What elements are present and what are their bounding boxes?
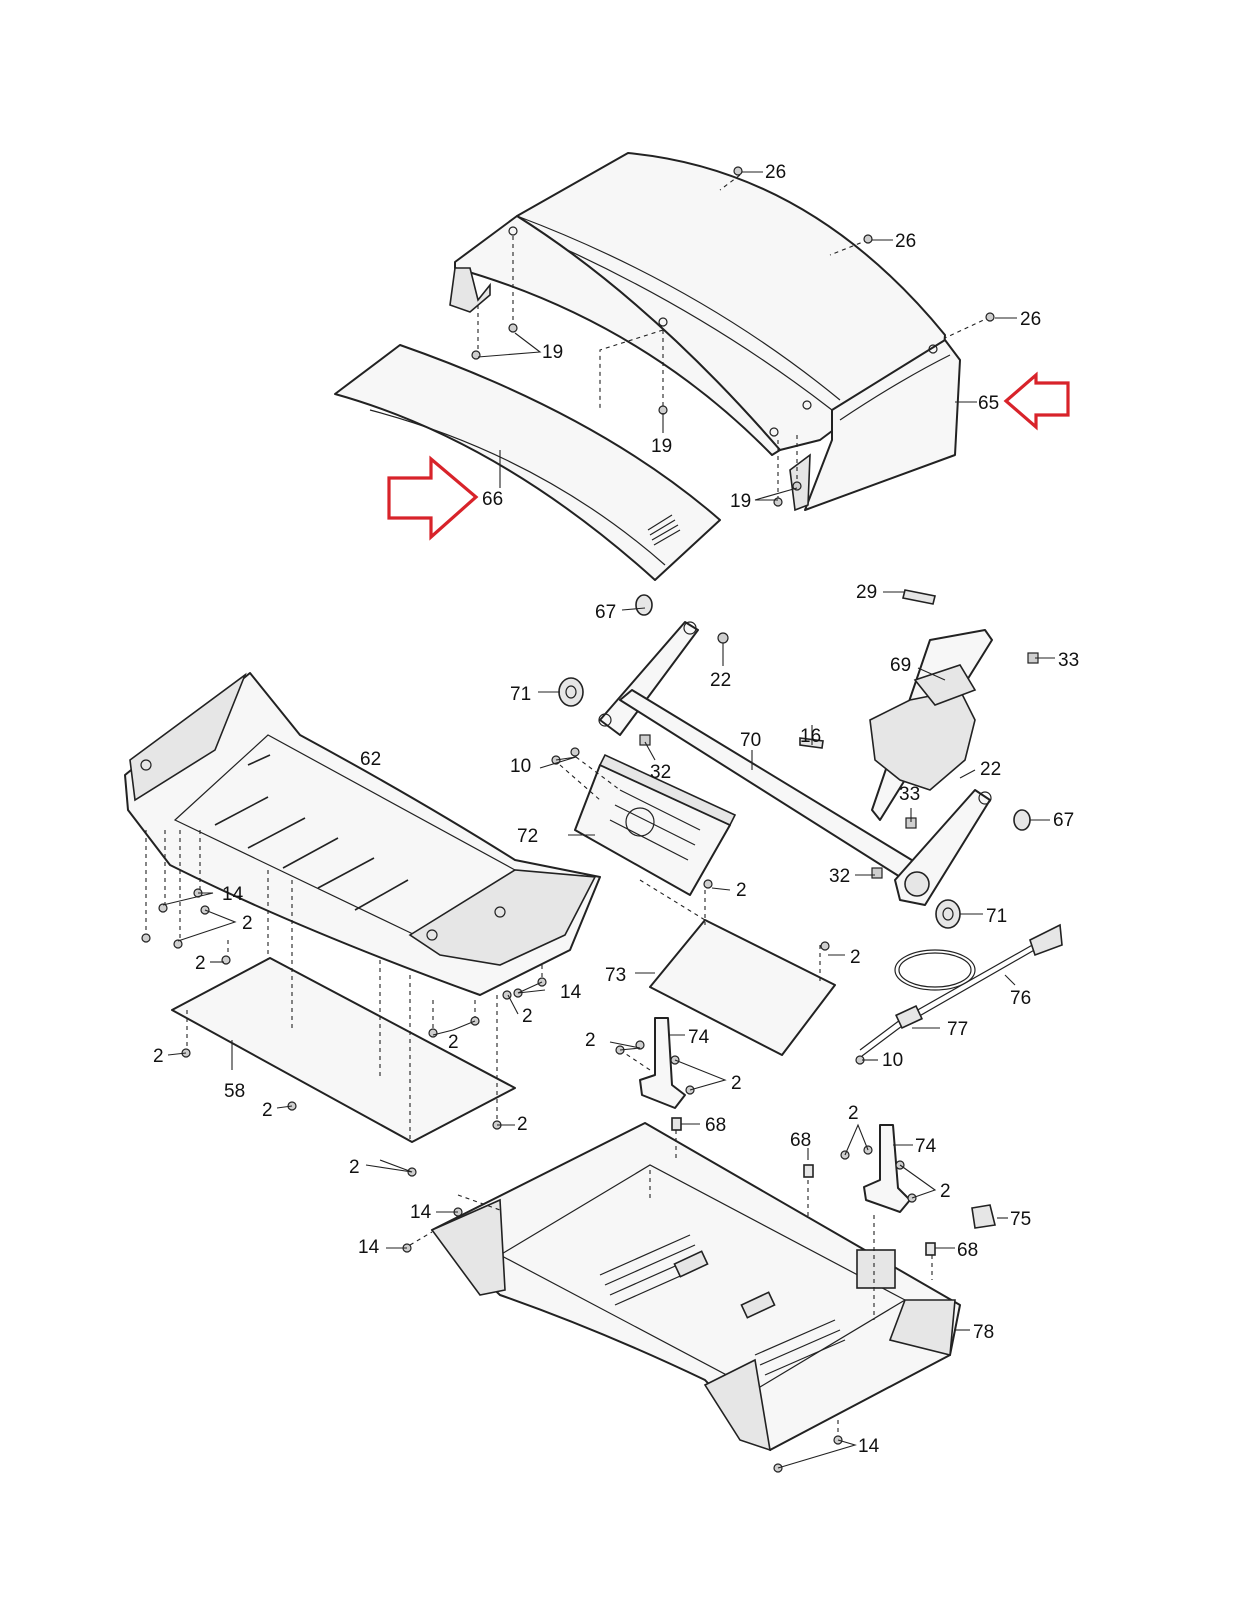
base-pan-part	[124, 672, 601, 996]
callout-2: 2	[517, 1114, 528, 1135]
callout-29: 29	[856, 582, 877, 603]
callout-10: 10	[882, 1050, 903, 1071]
clip-68-a	[671, 1117, 682, 1131]
callout-32: 32	[829, 866, 850, 887]
motor-tray-part	[430, 1122, 961, 1452]
cover-plate-part	[649, 919, 836, 1056]
callout-2: 2	[448, 1032, 459, 1053]
callout-78: 78	[973, 1322, 994, 1343]
hood-front-piece-part	[334, 344, 721, 581]
callout-22: 22	[980, 759, 1001, 780]
callout-2: 2	[850, 947, 861, 968]
clip-68-b	[803, 1164, 814, 1178]
callout-2: 2	[153, 1046, 164, 1067]
callout-2: 2	[522, 1006, 533, 1027]
callout-14: 14	[858, 1436, 880, 1457]
callout-68: 68	[705, 1115, 726, 1136]
callout-33: 33	[899, 784, 920, 805]
callout-69: 69	[890, 655, 911, 676]
motor-hood-part	[449, 152, 961, 512]
callout-2: 2	[848, 1103, 859, 1124]
callout-74: 74	[915, 1136, 937, 1157]
callout-74: 74	[688, 1027, 710, 1048]
callout-14: 14	[560, 982, 582, 1003]
bottom-plate-part	[171, 957, 516, 1143]
callout-26: 26	[765, 162, 786, 183]
callout-77: 77	[947, 1019, 968, 1040]
callout-65: 65	[978, 393, 999, 414]
motor-frame-part	[598, 621, 993, 906]
callout-67: 67	[595, 602, 616, 623]
highlight-arrow-66	[387, 455, 479, 541]
callout-2: 2	[262, 1100, 273, 1121]
callout-22: 22	[710, 670, 731, 691]
callout-67: 67	[1053, 810, 1074, 831]
callout-33: 33	[1058, 650, 1079, 671]
support-bracket-right-part	[863, 1124, 911, 1213]
callout-32: 32	[650, 762, 671, 783]
callout-19: 19	[651, 436, 672, 457]
power-cord-part	[859, 923, 1063, 1057]
callout-2: 2	[195, 953, 206, 974]
callout-76: 76	[1010, 988, 1031, 1009]
callout-19: 19	[542, 342, 563, 363]
callout-72: 72	[517, 826, 538, 847]
callout-2: 2	[242, 913, 253, 934]
callout-10: 10	[510, 756, 531, 777]
callout-73: 73	[605, 965, 626, 986]
callout-14: 14	[410, 1202, 432, 1223]
callout-70: 70	[740, 730, 761, 751]
callout-62: 62	[360, 749, 381, 770]
callout-26: 26	[1020, 309, 1041, 330]
callout-71: 71	[986, 906, 1007, 927]
clip-68-c	[925, 1242, 936, 1256]
callout-2: 2	[585, 1030, 596, 1051]
callout-2: 2	[940, 1181, 951, 1202]
callout-labels: 26 26 26 19 19 19 65 66 29 33 67 22 69 7…	[153, 162, 1079, 1457]
rollers-washers	[558, 589, 1039, 929]
callout-66: 66	[482, 489, 503, 510]
callout-71: 71	[510, 684, 531, 705]
callout-14: 14	[222, 884, 244, 905]
leader-lines	[162, 171, 1055, 1469]
callout-16: 16	[800, 726, 821, 747]
callout-68: 68	[790, 1130, 811, 1151]
callout-68: 68	[957, 1240, 978, 1261]
support-bracket-left-part	[639, 1017, 686, 1109]
callout-75: 75	[1010, 1209, 1031, 1230]
callout-14: 14	[358, 1237, 380, 1258]
callout-2: 2	[736, 880, 747, 901]
switch-75	[971, 1204, 996, 1229]
callout-19: 19	[730, 491, 751, 512]
controller-board-part	[574, 753, 737, 896]
callout-2: 2	[349, 1157, 360, 1178]
callout-58: 58	[224, 1081, 245, 1102]
callout-26: 26	[895, 231, 916, 252]
callout-2: 2	[731, 1073, 742, 1094]
highlight-arrow-65	[1003, 371, 1070, 431]
